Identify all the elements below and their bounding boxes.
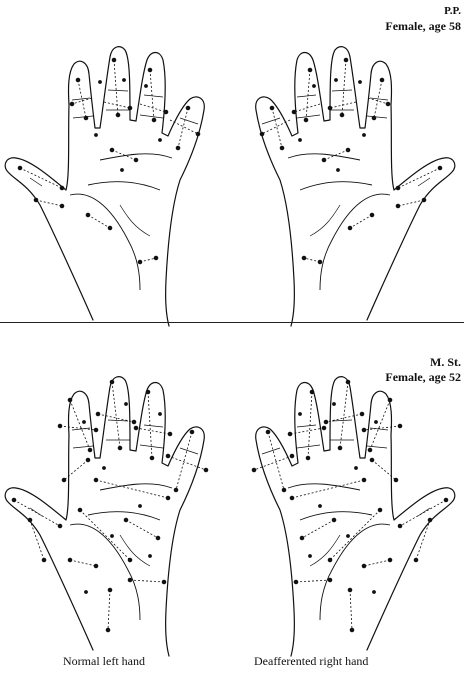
left-hand-outline-icon	[5, 377, 208, 656]
left-hand-outline-icon	[5, 47, 204, 326]
subject-id: M. St.	[385, 355, 461, 370]
subject-info: Female, age 58	[385, 19, 461, 34]
section-divider	[0, 322, 464, 323]
caption-left-hand: Normal left hand	[63, 654, 145, 669]
caption-right-hand: Deafferented right hand	[254, 654, 368, 669]
subject-label-top: P.P. Female, age 58	[385, 4, 461, 34]
right-hand-outline-icon	[256, 47, 455, 326]
right-hand-outline-icon	[252, 377, 455, 656]
subject-label-bottom: M. St. Female, age 52	[385, 355, 461, 385]
subject-info: Female, age 52	[385, 370, 461, 385]
subject-id: P.P.	[385, 4, 461, 19]
